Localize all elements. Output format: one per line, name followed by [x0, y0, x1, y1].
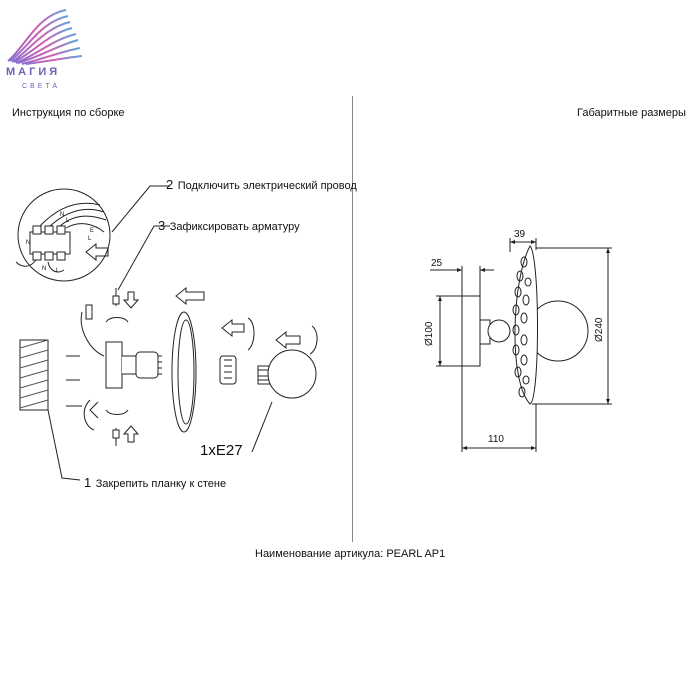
terminal-label: N: [26, 240, 31, 246]
article-name: Наименование артикула: PEARL AP1: [255, 548, 446, 560]
clip: [247, 317, 255, 351]
dim-base-width: 25: [431, 258, 443, 269]
terminal-label: L: [56, 268, 60, 274]
terminal-label: N: [60, 212, 65, 218]
arrow-left-icon: [175, 286, 205, 306]
logo-word: МАГИЯ: [6, 66, 61, 78]
dim-base-diameter: Ø100: [424, 321, 435, 346]
step-2: 2 Подключить электрический провод: [166, 176, 357, 194]
arrow-down-icon: [122, 291, 140, 309]
wire-6: [47, 261, 65, 273]
cable: [80, 311, 105, 357]
bracket: [83, 399, 95, 431]
wire-4: [65, 223, 105, 233]
step-number: 2: [166, 177, 174, 192]
terminal-label: L: [66, 218, 70, 224]
dim-shade-diameter: Ø240: [594, 317, 605, 342]
arrow-left-icon: [275, 330, 301, 350]
wire-2: [49, 208, 105, 227]
detail-arrow: [85, 242, 109, 262]
dim-depth-plate: 39: [514, 229, 526, 240]
leader-step-1: [47, 409, 81, 481]
dim-total-depth: 110: [488, 434, 504, 445]
bulb: [267, 349, 317, 399]
section-divider: [352, 96, 353, 542]
step-text: Зафиксировать арматуру: [169, 221, 300, 233]
lampholder: [135, 351, 159, 379]
socket-label: 1xE27: [200, 442, 243, 459]
step-text: Закрепить планку к стене: [95, 478, 227, 490]
assembly-header: Инструкция по сборке: [12, 107, 125, 119]
step-number: 1: [84, 475, 92, 490]
dim-holder: [487, 319, 511, 343]
ring-nut: [219, 355, 237, 385]
terminal-label: N: [42, 266, 47, 272]
terminal-label: E: [90, 228, 95, 234]
arrow-up-icon: [122, 425, 140, 443]
step-number: 3: [158, 218, 166, 233]
wire-1: [39, 202, 101, 227]
wire-3: [59, 215, 107, 227]
terminal-block: [29, 225, 71, 261]
step-3: 3 Зафиксировать арматуру: [158, 217, 300, 235]
dim-shade: [514, 245, 538, 405]
brand-logo: МАГИЯ СВЕТА: [6, 6, 86, 96]
dim-base-plate: [461, 295, 481, 367]
shade-pattern: [512, 256, 532, 398]
leader-step-3: [117, 225, 170, 291]
step-1: 1 Закрепить планку к стене: [84, 474, 226, 492]
shade-inner: [177, 319, 195, 425]
leader-socket: [251, 401, 273, 453]
leader-step-2: [111, 185, 170, 233]
dimensions-header: Габаритные размеры: [577, 107, 686, 119]
logo-wave-icon: [7, 9, 83, 65]
logo-subword: СВЕТА: [22, 83, 61, 90]
wiring-detail-circle: [17, 188, 111, 282]
step-text: Подключить электрический провод: [177, 180, 357, 192]
shade: [171, 311, 197, 433]
wire-5: [15, 259, 37, 267]
arrow-left-icon: [221, 318, 245, 338]
terminal-label: L: [88, 236, 92, 242]
clip: [309, 325, 318, 355]
